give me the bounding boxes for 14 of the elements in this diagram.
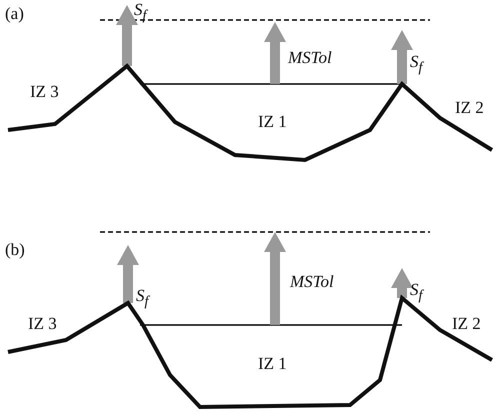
zone-label: IZ 1 <box>258 112 287 132</box>
panel-label: (b) <box>5 240 25 260</box>
zone-label: IZ 1 <box>258 354 287 374</box>
arrow-label: S$_{f}$ <box>410 52 422 78</box>
panel-label: (a) <box>5 4 24 24</box>
arrow-label: S$_{f}$ <box>134 0 146 26</box>
arrow-label: MSTol <box>288 48 332 68</box>
arrow-label: S$_{f}$ <box>410 280 422 306</box>
arrow-label: S$_{f}$ <box>136 286 148 312</box>
zone-label: IZ 2 <box>452 314 481 334</box>
zone-label: IZ 3 <box>30 82 59 102</box>
zone-label: IZ 3 <box>28 314 57 334</box>
zone-label: IZ 2 <box>455 98 484 118</box>
arrow-label: MSTol <box>290 272 334 292</box>
